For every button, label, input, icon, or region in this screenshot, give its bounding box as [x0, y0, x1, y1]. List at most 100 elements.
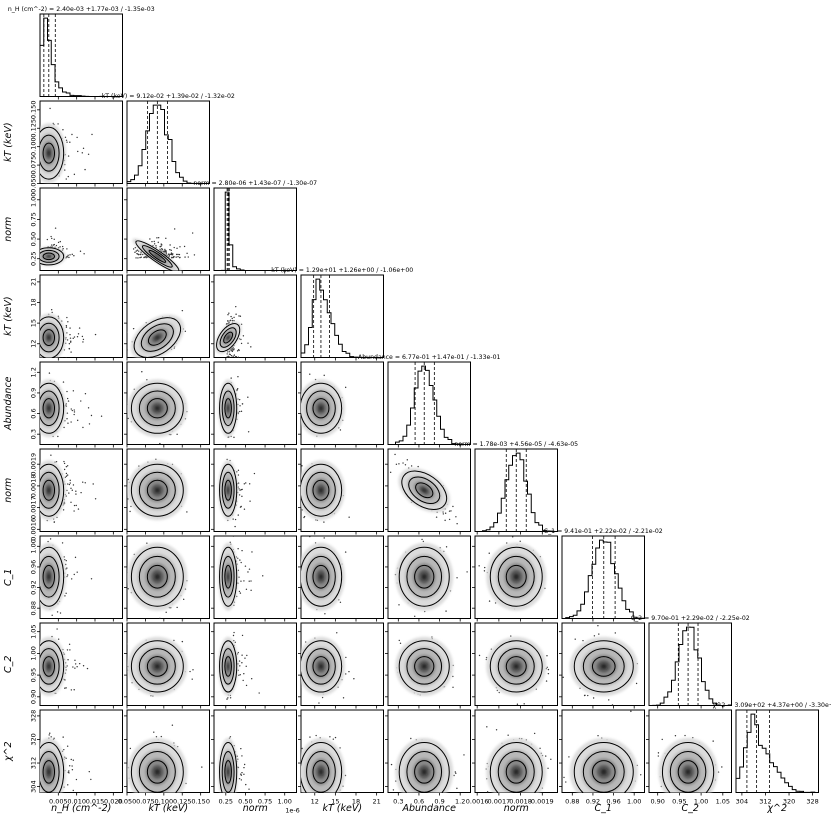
- sample-point: [66, 474, 69, 476]
- contour-level: [301, 382, 343, 434]
- sample-point: [229, 319, 231, 322]
- contour-level: [408, 476, 441, 505]
- sample-point: [66, 332, 68, 334]
- sample-point: [62, 381, 65, 383]
- sample-point: [153, 243, 156, 245]
- sample-point: [240, 342, 243, 345]
- sample-point: [236, 595, 238, 598]
- sample-point: [226, 458, 228, 461]
- sample-point: [55, 191, 56, 192]
- sample-point: [226, 323, 228, 325]
- scatter-panel-6-2: [213, 535, 297, 619]
- sample-point: [50, 309, 53, 311]
- sample-point: [66, 248, 68, 250]
- sample-point: [230, 377, 232, 379]
- y-tick-label: 0.96: [30, 560, 38, 574]
- sample-point: [237, 548, 239, 550]
- sample-point: [134, 246, 137, 249]
- contour-level: [40, 249, 60, 263]
- sample-point: [73, 409, 75, 411]
- sample-point: [70, 351, 72, 353]
- sample-point: [72, 390, 75, 392]
- scatter-panel-5-1: [126, 448, 210, 532]
- sample-point: [232, 349, 234, 351]
- sample-point: [66, 397, 69, 400]
- sample-point: [298, 414, 299, 415]
- contour-level: [40, 126, 65, 180]
- sample-point: [165, 611, 167, 613]
- density-shade: [47, 255, 51, 258]
- sample-point: [531, 529, 532, 530]
- scatter-panel-6-5: [474, 529, 558, 619]
- sample-point: [73, 336, 76, 338]
- sample-point: [73, 504, 76, 507]
- sample-point: [248, 568, 251, 570]
- sample-point: [65, 592, 67, 595]
- sample-point: [67, 155, 70, 157]
- sample-point: [406, 459, 409, 461]
- sample-point: [389, 471, 392, 474]
- sample-point: [240, 580, 242, 582]
- contour-level: [224, 479, 232, 501]
- sample-point: [152, 360, 153, 361]
- sample-point: [79, 250, 82, 252]
- sample-point: [48, 359, 49, 360]
- sample-point: [75, 493, 77, 495]
- y-tick-label: 0.0019: [30, 453, 38, 476]
- contour-level: [40, 247, 65, 266]
- sample-point: [178, 253, 181, 256]
- contour-level: [221, 471, 235, 509]
- sample-point: [140, 256, 142, 258]
- density-shade: [155, 254, 160, 258]
- sample-point: [164, 250, 166, 252]
- sample-point: [177, 255, 179, 258]
- density-shade: [318, 405, 323, 411]
- sample-point: [146, 542, 148, 544]
- sample-point: [162, 251, 165, 253]
- sample-point: [243, 580, 245, 582]
- sample-point: [75, 504, 77, 507]
- sample-point: [50, 244, 53, 246]
- sample-point: [344, 551, 347, 553]
- y-tick-label: 0.3: [30, 429, 38, 439]
- scatter-panel-1-0: [39, 100, 123, 192]
- sample-point: [68, 342, 71, 345]
- contour-level: [40, 382, 65, 434]
- sample-point: [450, 510, 452, 512]
- sample-point: [237, 356, 240, 358]
- density-shade: [155, 335, 160, 340]
- sample-point: [50, 235, 52, 238]
- y-tick-label: 18: [30, 298, 38, 306]
- contour-level: [130, 382, 184, 434]
- scatter-panel-5-2: [213, 448, 297, 532]
- sample-point: [80, 400, 82, 402]
- sample-point: [76, 136, 78, 139]
- sample-point: [230, 349, 232, 351]
- sample-point: [417, 465, 419, 468]
- contour-level: [414, 564, 435, 589]
- sample-point: [186, 252, 188, 255]
- density-shade: [47, 487, 51, 493]
- sample-point: [68, 492, 70, 494]
- sample-point: [65, 405, 68, 407]
- sample-point: [299, 409, 300, 410]
- sample-point: [157, 236, 160, 239]
- sample-point: [127, 478, 130, 481]
- sample-point: [51, 614, 53, 616]
- sample-point: [236, 350, 239, 352]
- contour-level: [312, 479, 330, 501]
- sample-point: [250, 589, 252, 592]
- contour-level: [146, 398, 168, 419]
- sample-point: [139, 256, 141, 259]
- sample-point: [65, 472, 68, 475]
- sample-point: [74, 556, 77, 559]
- sample-point: [57, 435, 59, 438]
- sample-point: [238, 488, 240, 490]
- sample-point: [235, 305, 237, 308]
- sample-point: [182, 598, 185, 601]
- sample-point: [176, 433, 178, 435]
- scatter-panel-frame: [213, 448, 297, 532]
- sample-point: [57, 241, 60, 244]
- sample-point: [62, 248, 64, 250]
- sample-point: [135, 364, 136, 365]
